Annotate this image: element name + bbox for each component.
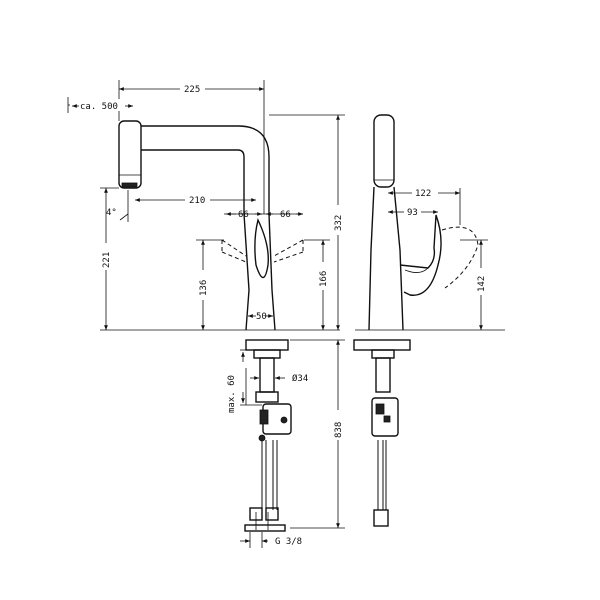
dim-225: 225 [184, 85, 200, 95]
side-view [353, 114, 505, 527]
side-handle [399, 214, 442, 296]
spray-head [118, 120, 142, 189]
dim-connection-thread: G 3/8 [275, 537, 302, 547]
dim-210: 210 [189, 196, 205, 206]
dim-332: 332 [334, 215, 344, 231]
side-valve-block [371, 397, 399, 437]
handle-swing-right [273, 239, 304, 263]
side-hose [377, 440, 387, 510]
dim-221: 221 [102, 252, 112, 268]
front-view [100, 120, 340, 532]
dim-4-degree: 4° [106, 208, 117, 218]
handle-swing-left [221, 239, 247, 263]
dim-hole-diameter: Ø34 [292, 373, 308, 384]
side-spray-head [373, 114, 395, 188]
dim-50: 50 [256, 312, 267, 322]
dim-142: 142 [477, 276, 487, 292]
supply-hoses [261, 440, 278, 510]
dim-hose-extension: ca. 500 [80, 102, 118, 112]
mounting-plate [245, 339, 289, 351]
dim-max-60: max. 60 [227, 375, 237, 413]
dim-66-left: 66 [238, 210, 249, 220]
dim-838: 838 [334, 422, 344, 438]
dim-122: 122 [415, 189, 431, 199]
dimension-lines [67, 80, 488, 548]
dim-66-right: 66 [280, 210, 291, 220]
side-spout [368, 186, 404, 331]
faucet-body [243, 213, 276, 331]
dim-93: 93 [407, 208, 418, 218]
spout-arm [141, 125, 270, 214]
dim-166: 166 [319, 271, 329, 287]
dim-136: 136 [199, 280, 209, 296]
dimension-labels: ca. 500 225 210 4° 332 221 66 66 136 166… [79, 85, 487, 547]
